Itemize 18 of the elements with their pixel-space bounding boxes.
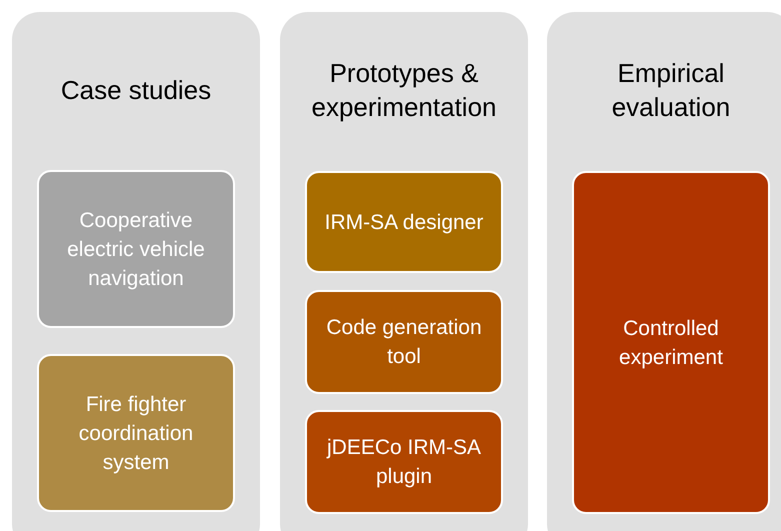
column-heading: Empirical evaluation — [610, 57, 732, 124]
item-card — [37, 354, 235, 512]
column-panel — [12, 12, 260, 531]
card-text: Controlled experiment — [618, 316, 724, 370]
card-text: IRM-SA designer — [324, 210, 484, 236]
card-text: Code generation tool — [325, 315, 483, 370]
card-text: Fire fighter coordination system — [78, 392, 194, 476]
column-heading: Prototypes & experimentation — [310, 57, 498, 124]
card-text: jDEECo IRM-SA plugin — [326, 435, 482, 490]
item-card — [305, 410, 503, 514]
column-heading: Case studies — [60, 74, 212, 107]
item-card — [305, 171, 503, 273]
column-panel — [547, 12, 781, 531]
card-text: Cooperative electric vehicle navigation — [66, 208, 206, 292]
column-panel — [280, 12, 528, 531]
item-card — [572, 171, 770, 514]
item-card — [37, 170, 235, 328]
item-card — [305, 290, 503, 394]
